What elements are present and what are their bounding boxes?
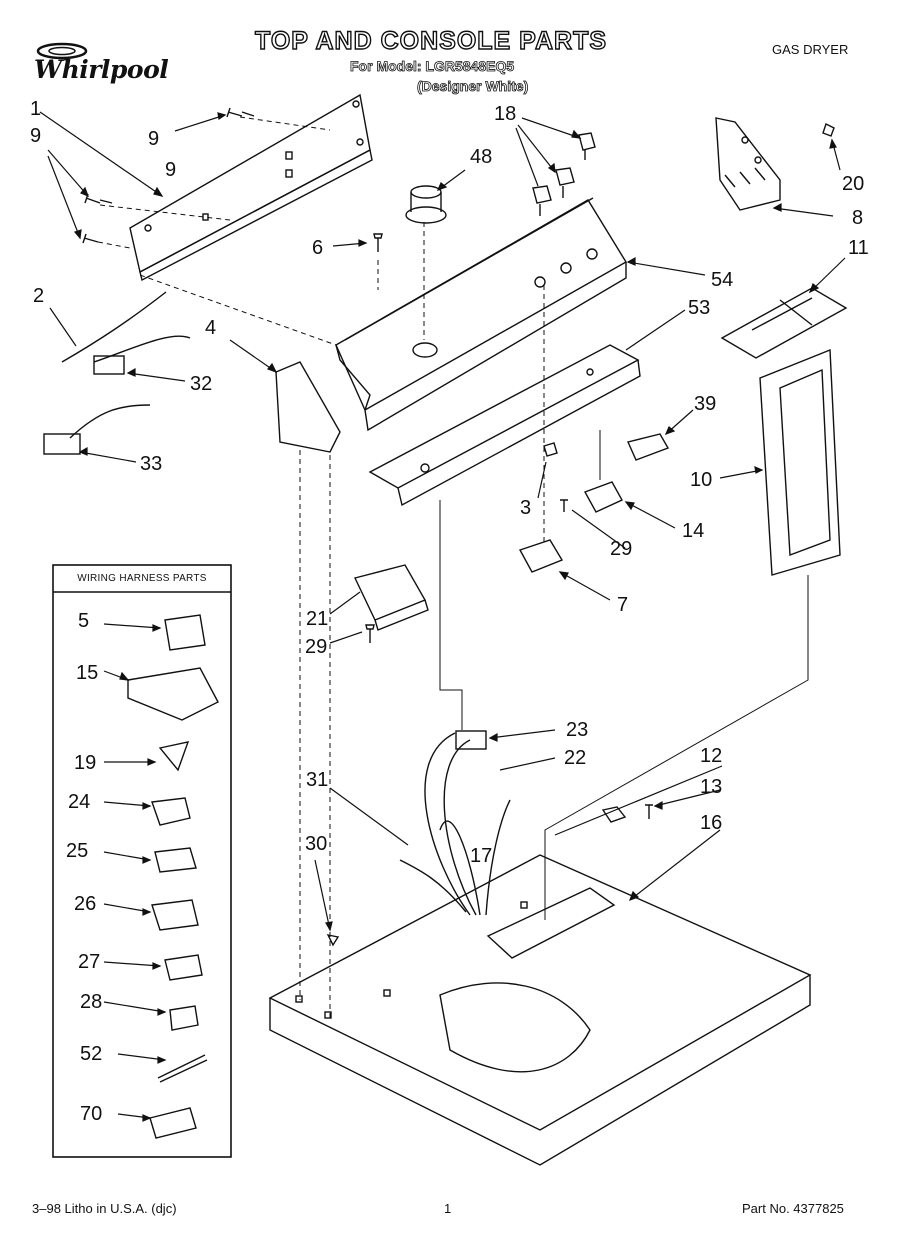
callout-17: 17 xyxy=(470,845,492,867)
callout-54: 54 xyxy=(711,269,733,291)
callout-20: 20 xyxy=(842,173,864,195)
top-panel-part-16 xyxy=(268,854,812,1166)
callout-25: 25 xyxy=(66,840,88,862)
callout-39: 39 xyxy=(694,393,716,415)
console-part-54 xyxy=(335,197,627,432)
button-part-18 xyxy=(532,132,596,216)
callout-7: 7 xyxy=(617,594,628,616)
callout-3: 3 xyxy=(520,497,531,519)
product-type: GAS DRYER xyxy=(772,42,849,57)
bracket-part-8 xyxy=(715,117,781,211)
screw-part-13 xyxy=(645,804,653,819)
connector-part-24 xyxy=(151,797,191,826)
connector-part-15 xyxy=(127,667,219,721)
whirlpool-logo: Whirlpool xyxy=(22,40,192,90)
footer-print-info: 3–98 Litho in U.S.A. (djc) xyxy=(32,1201,177,1216)
screw-part-29 xyxy=(560,499,568,512)
page-title: TOP AND CONSOLE PARTS xyxy=(254,26,608,55)
clip-part-19 xyxy=(158,741,190,772)
callout-12: 12 xyxy=(700,745,722,767)
knob-part-48 xyxy=(405,185,447,224)
callout-15: 15 xyxy=(76,662,98,684)
connector-part-25 xyxy=(154,847,197,873)
callout-16: 16 xyxy=(700,812,722,834)
callout-53: 53 xyxy=(688,297,710,319)
model-color: (Designer White) xyxy=(417,78,529,95)
callout-5: 5 xyxy=(78,610,89,632)
connector-part-27 xyxy=(164,954,203,981)
part-3 xyxy=(543,442,558,457)
callout-10: 10 xyxy=(690,469,712,491)
callout-22: 22 xyxy=(564,747,586,769)
lint-cover-part-11 xyxy=(720,287,848,359)
wiring-box-title: WIRING HARNESS PARTS xyxy=(77,573,207,584)
screw-part-29b xyxy=(365,624,375,643)
callout-4: 4 xyxy=(205,317,216,339)
callout-30: 30 xyxy=(305,833,327,855)
switch-part-7 xyxy=(518,539,564,573)
callout-13: 13 xyxy=(700,776,722,798)
callout-9: 9 xyxy=(165,159,176,181)
brand-name: Whirlpool xyxy=(34,55,169,84)
timer-part-21 xyxy=(354,564,429,631)
end-cap-part-4 xyxy=(275,361,341,453)
callout-29: 29 xyxy=(610,538,632,560)
logo-swoosh-icon xyxy=(36,42,88,60)
callout-28: 28 xyxy=(80,991,102,1013)
callout-11: 11 xyxy=(848,237,869,259)
terminal-part-28 xyxy=(169,1005,199,1031)
connector-part-26 xyxy=(151,899,199,931)
console-rail-part-53 xyxy=(368,344,641,507)
callout-24: 24 xyxy=(68,791,90,813)
callout-8: 8 xyxy=(852,207,863,229)
callout-21: 21 xyxy=(306,608,328,630)
lint-screen-part-10 xyxy=(759,348,841,576)
callout-18: 18 xyxy=(494,103,516,125)
model-number: For Model: LGR5848EQ5 xyxy=(350,58,515,75)
callout-31: 31 xyxy=(306,769,328,791)
callout-14: 14 xyxy=(682,520,704,542)
callout-32: 32 xyxy=(190,373,212,395)
screw-part-20 xyxy=(822,123,835,137)
callout-52: 52 xyxy=(80,1043,102,1065)
harness-part-2 xyxy=(61,291,191,375)
callout-19: 19 xyxy=(74,752,96,774)
callout-29: 29 xyxy=(305,636,327,658)
screw-part-6 xyxy=(373,233,383,252)
callout-9: 9 xyxy=(30,125,41,147)
switch-part-39 xyxy=(627,433,670,461)
callout-23: 23 xyxy=(566,719,588,741)
wiring-harness-box xyxy=(52,564,232,1158)
callout-48: 48 xyxy=(470,146,492,168)
connector-part-5 xyxy=(164,614,206,651)
splice-part-52 xyxy=(157,1054,208,1083)
part-12 xyxy=(601,806,627,823)
footer-part-number: Part No. 4377825 xyxy=(742,1201,844,1216)
callout-6: 6 xyxy=(312,237,323,259)
part-30 xyxy=(326,934,340,947)
callout-1: 1 xyxy=(30,98,41,120)
wire-harness-part-17 xyxy=(399,730,511,916)
callout-26: 26 xyxy=(74,893,96,915)
callout-9: 9 xyxy=(148,128,159,150)
callout-27: 27 xyxy=(78,951,100,973)
footer-page-number: 1 xyxy=(444,1201,452,1216)
callout-33: 33 xyxy=(140,453,162,475)
switch-part-14 xyxy=(583,481,623,513)
leader-lines xyxy=(39,111,846,1122)
callout-2: 2 xyxy=(33,285,44,307)
callout-70: 70 xyxy=(80,1103,102,1125)
harness-part-33 xyxy=(43,404,151,455)
rear-bracket-part-1 xyxy=(129,93,373,282)
wiring-routing xyxy=(439,430,809,920)
insulator-part-70 xyxy=(149,1107,197,1139)
